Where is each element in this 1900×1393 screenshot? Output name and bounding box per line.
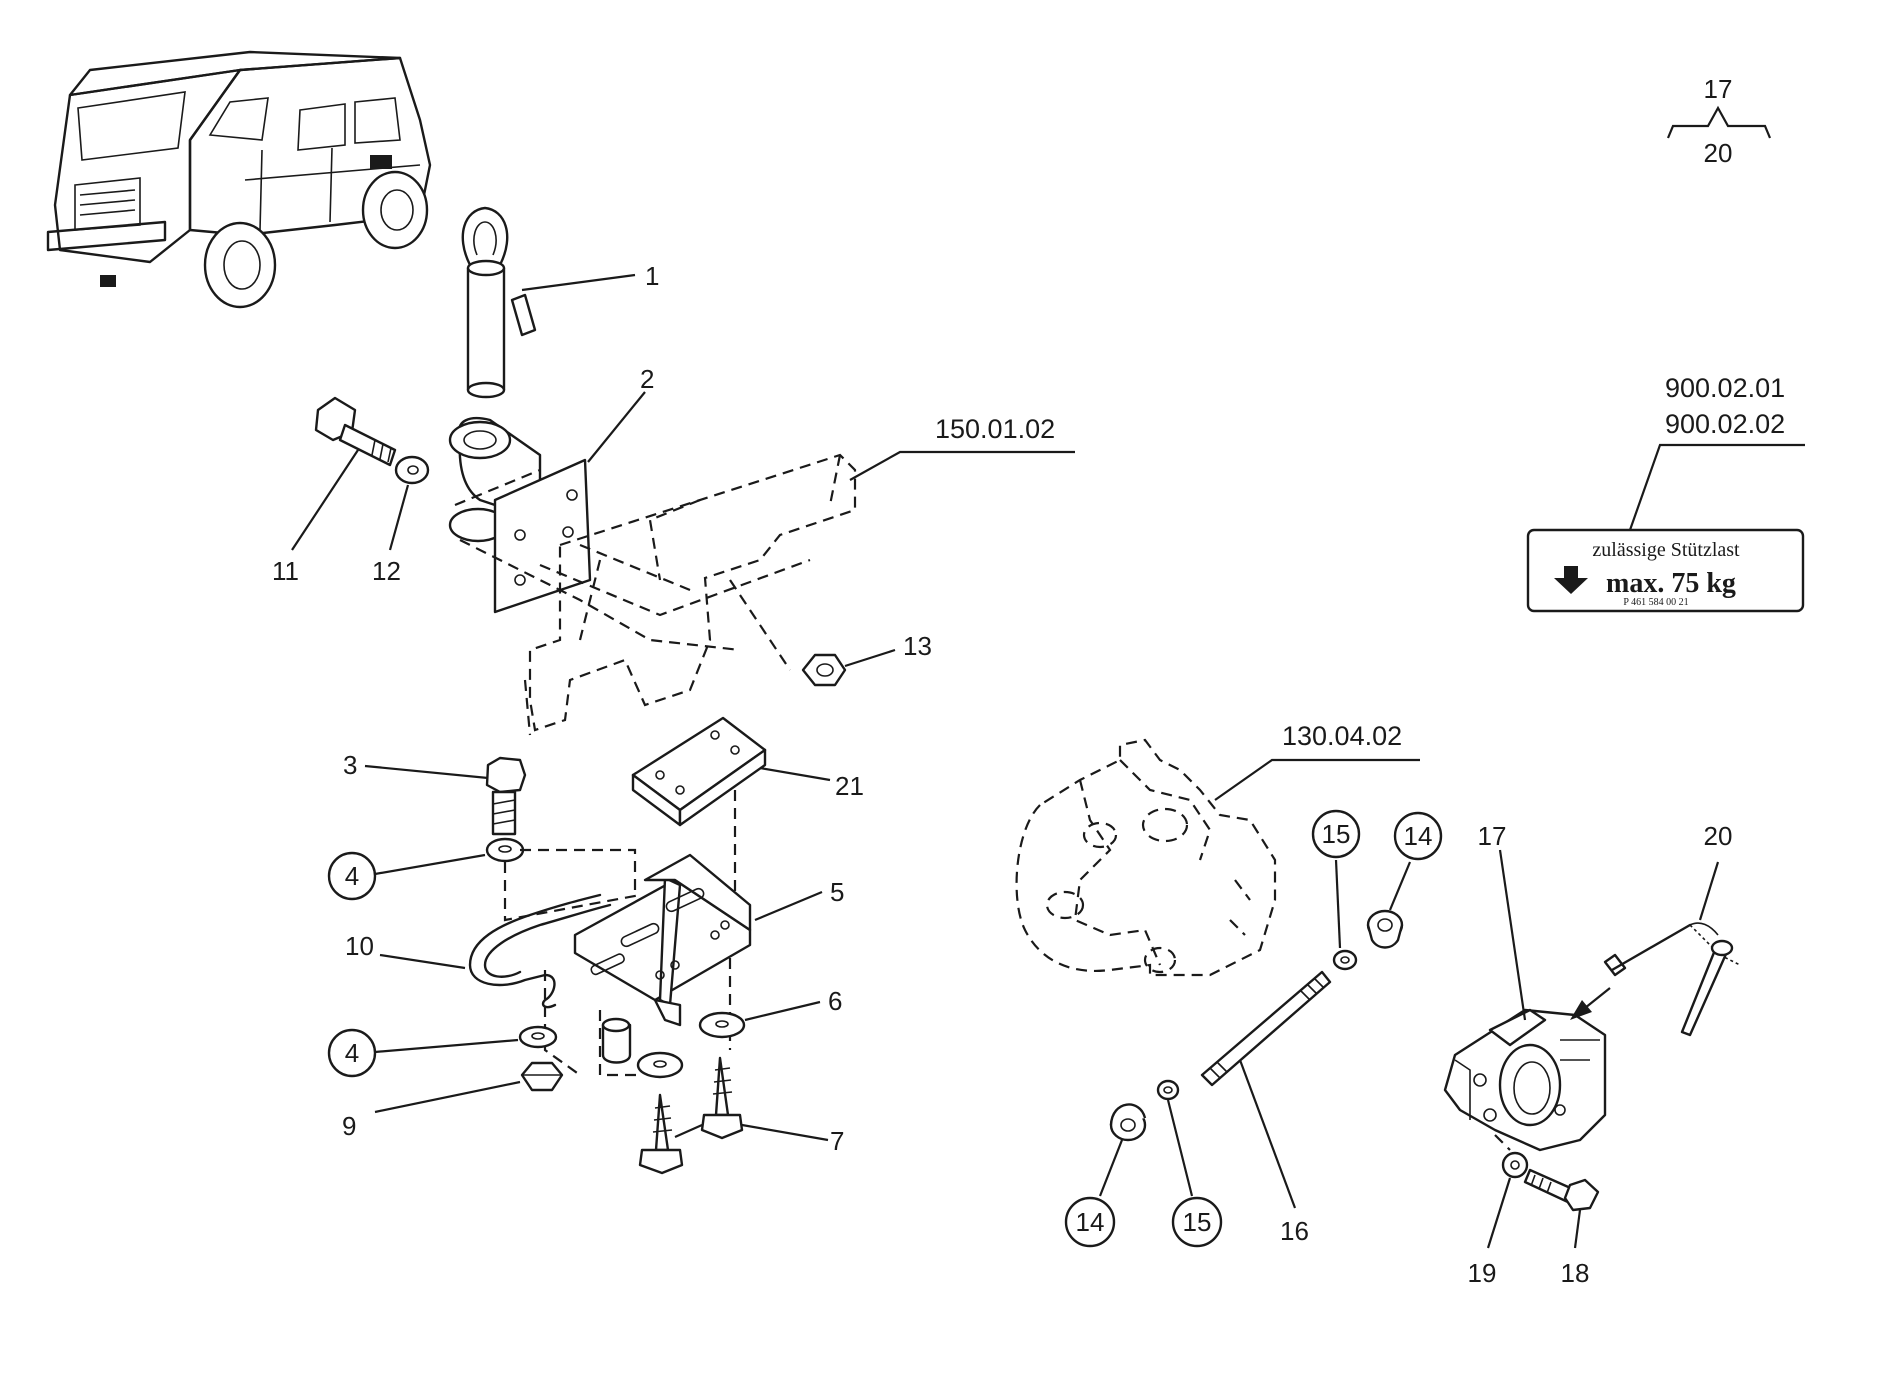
callout-4a-circle xyxy=(327,851,377,901)
callout-18: 18 xyxy=(1561,1258,1590,1288)
callout-9: 9 xyxy=(342,1111,356,1141)
part-18-bolt xyxy=(1523,1168,1600,1212)
callout-15a: 15 xyxy=(1322,819,1351,849)
sticker-line2: max. 75 kg xyxy=(1606,568,1736,599)
callout-15b-circle xyxy=(1171,1196,1223,1248)
callout-14b-circle xyxy=(1064,1196,1116,1248)
gearbox-dashed xyxy=(1015,738,1277,977)
callout-14a: 14 xyxy=(1404,821,1433,851)
callout-2: 2 xyxy=(640,364,654,394)
ref-900-02-01: 900.02.01 xyxy=(1665,373,1785,403)
part-10-wire-clip xyxy=(468,893,612,1009)
part-sleeve xyxy=(601,1017,632,1064)
part-4-washer-lower xyxy=(518,1025,558,1049)
sticker-code: P 461 584 00 21 xyxy=(1623,597,1688,608)
callout-14b: 14 xyxy=(1076,1207,1105,1237)
part-20-cotter-pin xyxy=(1603,922,1741,1037)
callout-10: 10 xyxy=(345,931,374,961)
part-13-nut xyxy=(801,653,847,687)
callout-11: 11 xyxy=(272,556,299,586)
vehicle-illustration-icon xyxy=(46,50,432,309)
callout-17: 17 xyxy=(1478,821,1507,851)
frame-dashed xyxy=(454,453,857,736)
callout-19: 19 xyxy=(1468,1258,1497,1288)
callout-4b-circle xyxy=(327,1028,377,1078)
range-marker: 17 20 xyxy=(1666,74,1772,168)
part-1-pin xyxy=(461,206,537,399)
ref-130-04-02: 130.04.02 xyxy=(1282,721,1402,751)
part-14-nut-lower xyxy=(1109,1103,1147,1142)
callout-5: 5 xyxy=(830,877,844,907)
callout-15b: 15 xyxy=(1183,1207,1212,1237)
callout-7: 7 xyxy=(830,1126,844,1156)
callout-3: 3 xyxy=(343,750,357,780)
part-17-tow-coupling xyxy=(1443,1008,1607,1152)
callout-15a-circle xyxy=(1311,809,1361,859)
down-arrow-icon xyxy=(1554,566,1588,594)
ref-150-01-02: 150.01.02 xyxy=(935,414,1055,444)
part-12-washer xyxy=(394,455,430,485)
range-marker-top: 17 xyxy=(1704,74,1733,104)
callout-21: 21 xyxy=(835,771,864,801)
callout-13: 13 xyxy=(903,631,932,661)
part-11-bolt xyxy=(314,396,397,467)
callout-4b: 4 xyxy=(345,1038,359,1068)
part-4-washer-upper xyxy=(485,837,525,863)
callout-1: 1 xyxy=(645,261,659,291)
part-16-stud xyxy=(1200,970,1332,1087)
part-15-washer-upper xyxy=(1332,949,1358,971)
part-9-nut xyxy=(520,1061,564,1092)
down-arrow-icon xyxy=(1570,987,1611,1020)
callout-4a: 4 xyxy=(345,861,359,891)
part-15-washer-lower xyxy=(1156,1079,1180,1101)
part-5-bracket xyxy=(573,853,752,1027)
callout-6: 6 xyxy=(828,986,842,1016)
part-21-plate xyxy=(631,716,767,827)
ref-900-02-02: 900.02.02 xyxy=(1665,409,1785,439)
part-3-bolt xyxy=(485,756,527,836)
part-14-nut-upper xyxy=(1366,909,1404,949)
callout-20: 20 xyxy=(1704,821,1733,851)
part-19-washer xyxy=(1501,1151,1529,1179)
part-6-washer xyxy=(636,1011,746,1079)
callout-16: 16 xyxy=(1280,1216,1309,1246)
callout-12: 12 xyxy=(372,556,401,586)
range-marker-bottom: 20 xyxy=(1704,138,1733,168)
sticker-line1: zulässige Stützlast xyxy=(1592,539,1740,561)
support-load-sticker: zulässige Stützlast max. 75 kg P 461 584… xyxy=(1526,528,1805,613)
part-7-screws xyxy=(638,1056,744,1175)
part-2-bracket xyxy=(448,416,592,614)
callout-14a-circle xyxy=(1393,811,1443,861)
